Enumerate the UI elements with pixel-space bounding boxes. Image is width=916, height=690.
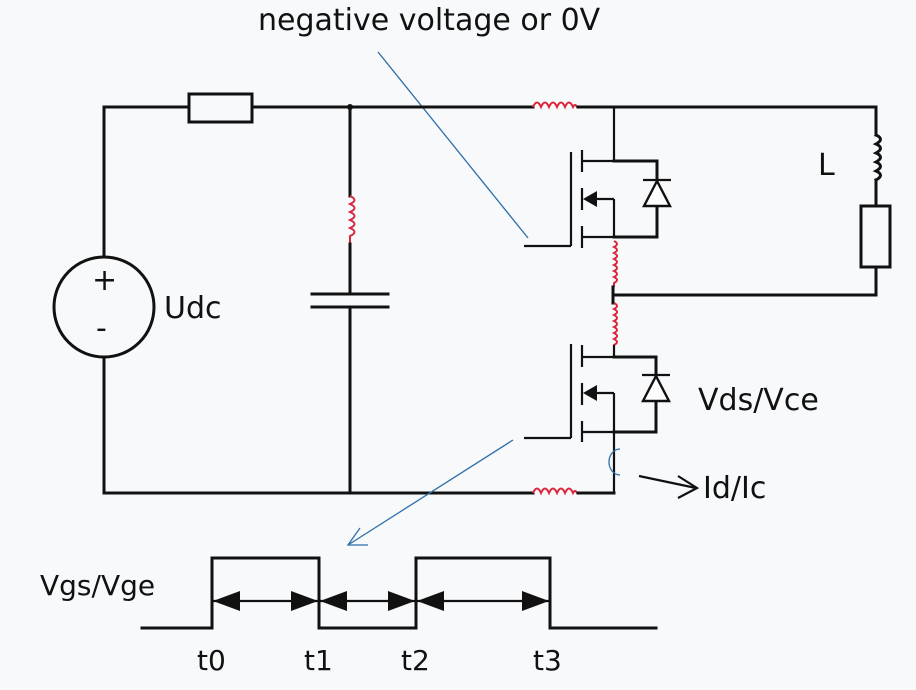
source-minus-sign: - (96, 311, 107, 346)
current-arrow-head (677, 475, 700, 499)
parasitic-inductor-mid-upper (611, 240, 618, 287)
current-arrow-shaft (638, 474, 697, 490)
source-plus-sign: + (92, 263, 117, 298)
upper-mosfet (524, 107, 672, 248)
gate-waveform (140, 556, 658, 630)
time-marker-t0: t0 (197, 644, 226, 677)
arrowhead (417, 591, 444, 611)
arrowhead (213, 591, 240, 611)
parasitic-inductor-top (532, 101, 578, 110)
vds-vce-label: Vds/Vce (698, 383, 819, 418)
source-label-udc: Udc (164, 291, 222, 326)
annotation-leader-line (377, 51, 529, 239)
load-inductor (872, 133, 882, 183)
series-resistor (187, 92, 254, 124)
parasitic-inductor-mid-lower (611, 302, 618, 349)
id-ic-label: Id/Ic (703, 471, 766, 506)
arrowhead (291, 591, 318, 611)
upper-body-diode (642, 178, 672, 208)
load-inductor-label: L (818, 148, 835, 183)
lower-body-diode (641, 373, 671, 403)
gate-signal-label: Vgs/Vge (40, 569, 155, 602)
lower-mosfet: Vds/Vce (524, 344, 819, 493)
arrowhead (320, 591, 347, 611)
dc-source: + - Udc (52, 105, 222, 495)
annotation-arrow-line (347, 439, 514, 546)
time-marker-t3: t3 (533, 644, 562, 677)
lower-mosfet-arrow (583, 385, 597, 401)
annotation-arrow-head (346, 527, 368, 546)
time-marker-t2: t2 (401, 644, 430, 677)
load-branch: L (818, 105, 892, 297)
current-probe-icon (608, 448, 621, 476)
parasitic-inductor-bottom (532, 487, 578, 496)
arrowhead (522, 591, 549, 611)
upper-mosfet-arrow (583, 191, 597, 207)
annotation-negative-voltage: negative voltage or 0V (258, 3, 601, 38)
time-marker-t1: t1 (304, 644, 333, 677)
gate-timing-diagram: Vgs/Vge t0 t1 t2 t3 (40, 556, 658, 677)
parasitic-inductor-capacitor (347, 195, 356, 244)
load-resistor (859, 204, 892, 269)
arrowhead (388, 591, 415, 611)
dc-link-capacitor-branch (310, 105, 390, 495)
